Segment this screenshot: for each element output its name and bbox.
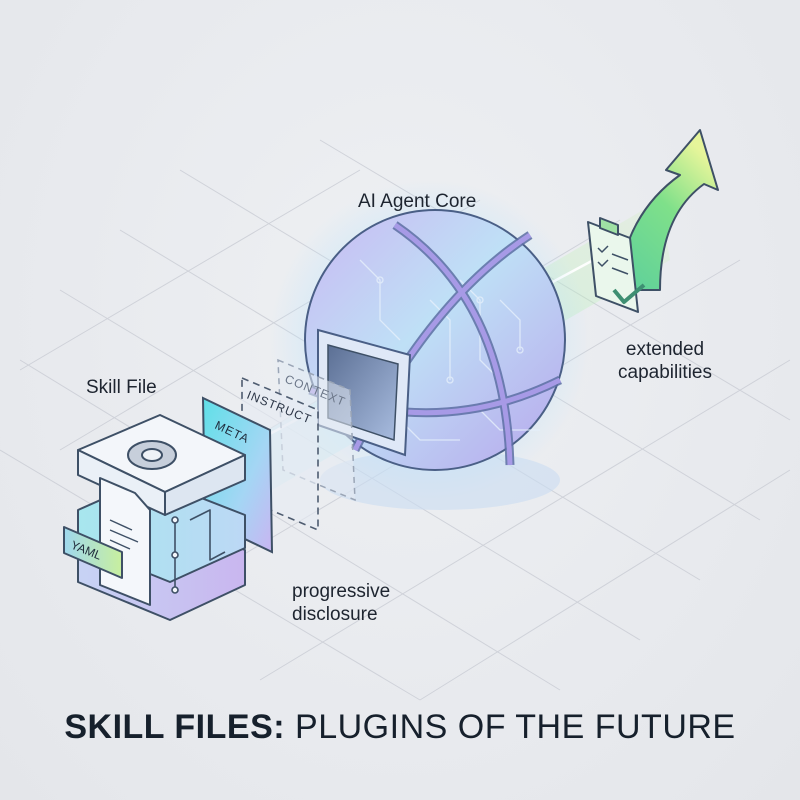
skill-file-stack — [77, 414, 246, 621]
progressive-line-2: disclosure — [292, 604, 378, 625]
capabilities-icon — [587, 129, 719, 313]
page-title: SKILL FILES: PLUGINS OF THE FUTURE — [0, 708, 800, 747]
skill-file-label: Skill File — [86, 376, 157, 399]
agent-core-label: AI Agent Core — [358, 190, 476, 213]
agent-core-text: AI Agent Core — [358, 191, 477, 212]
skill-file-text: Skill File — [86, 377, 157, 398]
extended-line-1: extended — [625, 339, 705, 360]
title-regular: PLUGINS OF THE FUTURE — [295, 708, 736, 746]
gear-icon — [127, 440, 177, 470]
progressive-disclosure-label: progressive disclosure — [292, 580, 390, 626]
yaml-tag — [63, 526, 123, 579]
title-bold: SKILL FILES: — [64, 708, 286, 746]
extended-capabilities-label: extended capabilities — [600, 338, 730, 384]
progressive-line-1: progressive — [292, 581, 391, 602]
extended-line-2: capabilities — [618, 362, 712, 383]
